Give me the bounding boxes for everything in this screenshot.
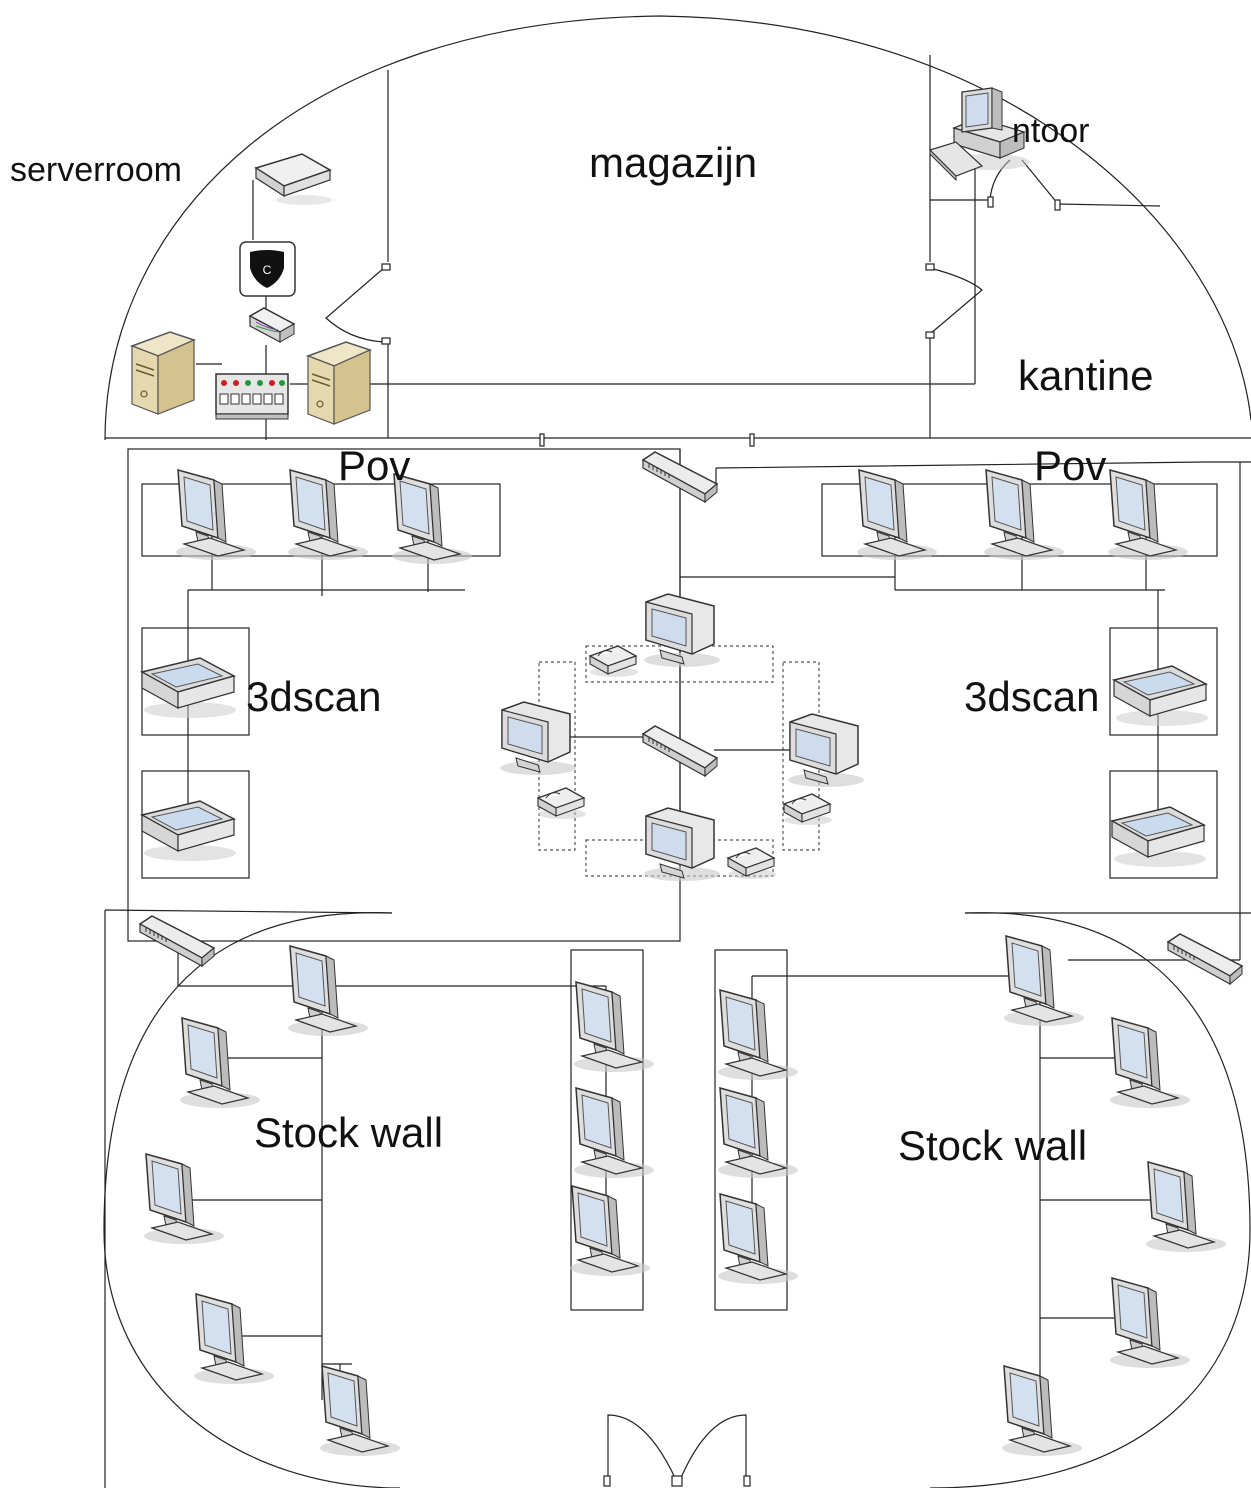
- monitor-icon: [573, 981, 655, 1073]
- receipt-printer-icon: [727, 847, 777, 880]
- monitor-icon: [717, 1087, 799, 1179]
- receipt-printer-icon: [537, 787, 587, 820]
- crt-monitor-icon: [499, 701, 577, 776]
- flatbed-scanner-icon: [1113, 665, 1209, 727]
- zone-label-pov-left: Pov: [338, 442, 411, 489]
- server-tower-icon: [131, 331, 195, 415]
- monitor-icon: [1001, 1365, 1083, 1457]
- zone-label-stock-wall-left: Stock wall: [254, 1109, 444, 1156]
- room-label-magazijn: magazijn: [589, 139, 758, 186]
- server-tower-icon: [307, 341, 371, 425]
- router-icon: [248, 307, 296, 343]
- zone-label-pov-right: Pov: [1034, 442, 1107, 489]
- zone-label-3dscan-left: 3dscan: [246, 673, 382, 720]
- monitor-icon: [717, 989, 799, 1081]
- room-label-serverroom: serverroom: [10, 151, 182, 189]
- monitor-icon: [179, 1017, 261, 1109]
- monitor-icon: [1109, 1277, 1191, 1369]
- workstation-icon: [928, 87, 1030, 182]
- room-label-kantine: kantine: [1018, 352, 1154, 399]
- flatbed-scanner-icon: [1111, 806, 1207, 868]
- patch-panel-icon: [215, 373, 289, 420]
- zone-label-3dscan-right: 3dscan: [964, 673, 1100, 720]
- monitor-icon: [143, 1153, 225, 1245]
- monitor-icon: [1109, 1017, 1191, 1109]
- monitor-icon: [1003, 935, 1085, 1027]
- crt-monitor-icon: [643, 593, 721, 668]
- crt-monitor-icon: [787, 713, 865, 788]
- svg-text:C: C: [263, 263, 272, 277]
- zone-label-stock-wall-right: Stock wall: [898, 1122, 1088, 1169]
- monitor-icon: [287, 945, 369, 1037]
- network-switch-icon: [1167, 933, 1243, 985]
- receipt-printer-icon: [783, 793, 833, 826]
- monitor-icon: [193, 1293, 275, 1385]
- monitor-icon: [573, 1087, 655, 1179]
- monitor-icon: [569, 1185, 651, 1277]
- flatbed-scanner-icon: [141, 657, 237, 719]
- receipt-printer-icon: [589, 645, 639, 678]
- flatbed-scanner-icon: [141, 800, 237, 862]
- room-label-kantoor: ntoor: [1012, 112, 1090, 150]
- firewall-shield-icon: C: [239, 241, 296, 297]
- crt-monitor-icon: [643, 807, 721, 882]
- modem-icon: [254, 153, 332, 205]
- monitor-icon: [717, 1193, 799, 1285]
- monitor-icon: [1145, 1161, 1227, 1253]
- monitor-icon: [319, 1365, 401, 1457]
